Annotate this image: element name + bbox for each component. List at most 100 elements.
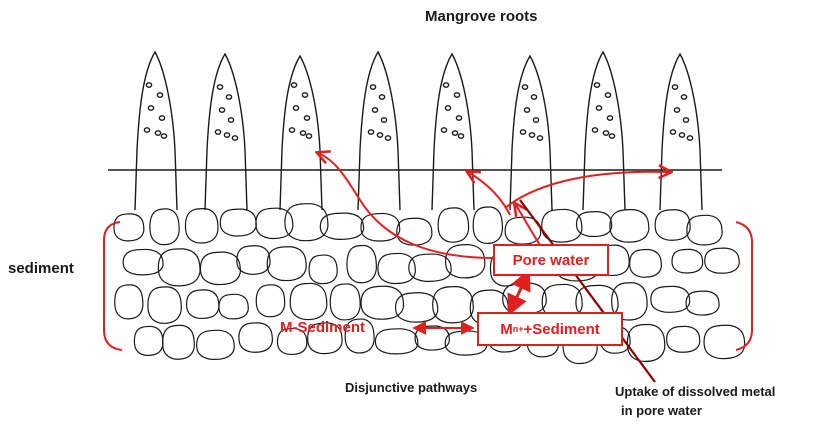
root-dot [522,85,527,89]
sediment-particle [433,287,474,323]
root-dot [454,93,459,97]
root-dot [306,134,311,138]
root-8 [660,54,702,210]
root-dot [537,136,542,140]
root-dot [609,134,614,138]
sediment-particle [237,246,270,275]
root-dot [458,134,463,138]
root-dot [144,128,149,132]
root-dot [674,108,679,112]
sediment-particle [115,285,143,319]
root-dot [379,95,384,99]
mn-sediment-superscript: n+ [513,324,524,334]
root-dot [232,136,237,140]
sediment-particle [610,210,649,243]
sediment-particle [415,326,449,350]
sediment-particle [397,218,432,245]
root-dot [596,106,601,110]
sediment-particle [158,249,200,286]
diagram-title: Mangrove roots [425,8,538,25]
sediment-particle [163,325,195,359]
root-dot [531,95,536,99]
root-dot [370,85,375,89]
sediment-particle [667,326,700,352]
sediment-particle [134,326,163,355]
root-dot [605,93,610,97]
root-dot [443,83,448,87]
root-dot [157,93,162,97]
root-4 [358,52,400,210]
mn-sediment-suffix: +Sediment [523,321,599,338]
sediment-particle [114,214,144,241]
sediment-label: sediment [8,260,74,277]
root-dot [293,106,298,110]
sediment-particle [687,215,722,245]
sediment-particle [655,210,690,240]
sediment-particle [361,214,400,241]
root-dot [155,131,160,135]
sediment-particle [267,247,306,281]
root-dot [159,116,164,120]
root-dot [228,118,233,122]
sediment-particle [704,325,745,358]
sediment-particle [686,291,719,315]
pore-water-box: Pore water [493,244,609,276]
root-dot [302,93,307,97]
root-dot [304,116,309,120]
sediment-particle [330,284,360,320]
root-dot [672,85,677,89]
root-dot [224,133,229,137]
root-dot [217,85,222,89]
right-bracket [736,222,752,350]
sediment-particle [148,287,181,323]
root-dot [687,136,692,140]
root-dot [441,128,446,132]
sediment-particle [185,209,218,243]
root-dot [603,131,608,135]
root-dot [300,131,305,135]
root-dot [377,133,382,137]
uptake-pointer [520,200,655,382]
sediment-particle [672,249,703,273]
sediment-particle [197,330,235,359]
root-dot [524,108,529,112]
root-dot [148,106,153,110]
sediment-particle [219,294,248,319]
sediment-particle [309,255,337,284]
sediment-particle [503,283,547,314]
root-dot [289,128,294,132]
root-dot [607,116,612,120]
root-dot [226,95,231,99]
sediment-particle [187,290,219,319]
sediment-particle [627,324,664,361]
sediment-particle [256,285,284,317]
sediment-particle [473,207,502,243]
arrow-to-left-root [318,153,495,258]
root-dot [679,133,684,137]
sediment-particle [123,249,163,274]
root-dot [592,128,597,132]
sediment-particle [446,245,485,278]
m-sediment-label: M-Sediment [280,319,365,336]
root-dot [146,83,151,87]
sediment-particle [438,208,468,242]
mangrove-roots [135,52,702,210]
root-dot [520,130,525,134]
sediment-particle [150,209,179,245]
root-dot [533,118,538,122]
arrow-pore-mn [510,273,528,312]
sediment-particle [200,252,240,284]
root-dot [161,134,166,138]
root-dot [385,136,390,140]
sediment-particle [375,329,417,354]
root-dot [681,95,686,99]
sediment-particles [114,204,745,364]
root-2 [205,54,247,210]
root-dot [670,130,675,134]
root-dot [219,108,224,112]
sediment-particle [290,283,327,319]
root-dot [683,118,688,122]
sediment-particle [378,253,415,283]
